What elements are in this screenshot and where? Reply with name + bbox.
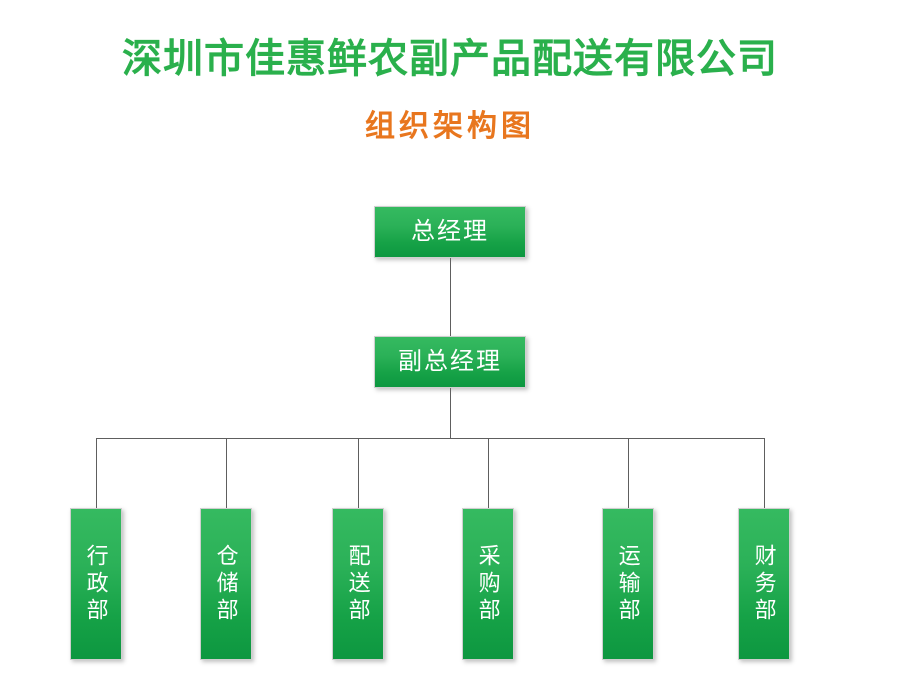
node-dept-distribution[interactable]: 配送部: [332, 508, 384, 660]
node-dept-finance[interactable]: 财务部: [738, 508, 790, 660]
connector-drop-dept-finance: [764, 438, 765, 508]
node-dept-procurement[interactable]: 采购部: [462, 508, 514, 660]
node-dept-admin[interactable]: 行政部: [70, 508, 122, 660]
node-general-manager-label: 总经理: [411, 218, 489, 245]
connector-horizontal-bus: [96, 438, 765, 439]
connector-drop-dept-transport: [628, 438, 629, 508]
connector-drop-dept-distribution: [358, 438, 359, 508]
connector-dgm-stem: [450, 388, 451, 438]
node-deputy-general-manager-label: 副总经理: [398, 348, 502, 375]
node-dept-transport-label: 运输部: [615, 543, 641, 625]
page-subtitle: 组织架构图: [365, 110, 535, 143]
node-general-manager[interactable]: 总经理: [374, 206, 526, 258]
node-dept-distribution-label: 配送部: [345, 543, 371, 625]
node-dept-admin-label: 行政部: [83, 543, 109, 625]
connector-drop-dept-warehouse: [226, 438, 227, 508]
page-title: 深圳市佳惠鲜农副产品配送有限公司: [122, 37, 778, 81]
connector-drop-dept-admin: [96, 438, 97, 508]
node-dept-finance-label: 财务部: [751, 543, 777, 625]
node-dept-warehouse[interactable]: 仓储部: [200, 508, 252, 660]
node-dept-transport[interactable]: 运输部: [602, 508, 654, 660]
node-deputy-general-manager[interactable]: 副总经理: [374, 336, 526, 388]
connector-drop-dept-procurement: [488, 438, 489, 508]
node-dept-procurement-label: 采购部: [475, 543, 501, 625]
node-dept-warehouse-label: 仓储部: [213, 543, 239, 625]
connector-gm-to-dgm: [450, 258, 451, 336]
